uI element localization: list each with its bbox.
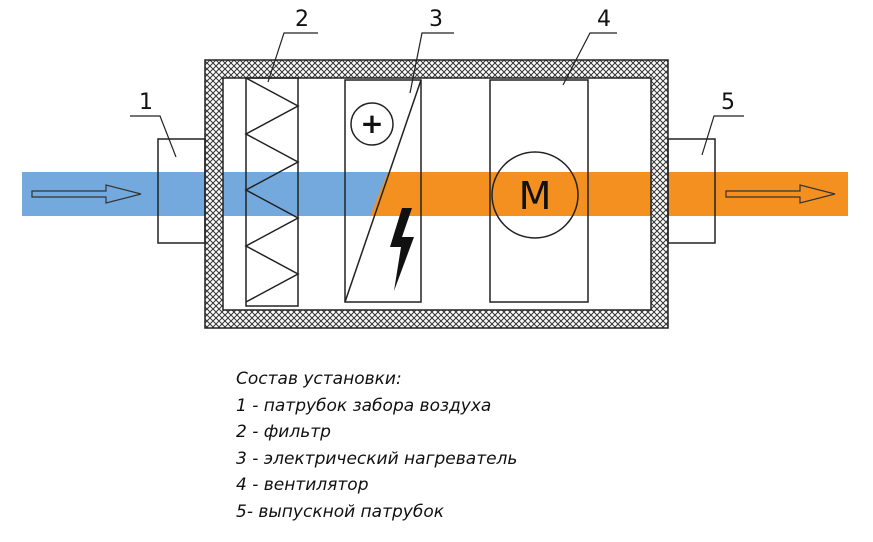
electric-heater: + [344, 79, 422, 303]
ventilation-unit-diagram: + M 1 2 3 4 5 [22, 7, 848, 329]
legend-item: 3 - электрический нагреватель [236, 448, 518, 469]
outlet-arrow-icon [725, 184, 836, 204]
callout-number-2: 2 [295, 7, 309, 32]
motor-circle [491, 151, 579, 239]
plus-icon [350, 102, 394, 146]
filter [244, 77, 300, 307]
outlet-nozzle [667, 138, 716, 244]
heated-air-flow [370, 172, 848, 216]
callout-number-5: 5 [721, 90, 735, 115]
legend-item: 4 - вентилятор [236, 475, 369, 495]
callout-number-3: 3 [429, 7, 443, 32]
fan: M [489, 79, 589, 303]
inlet-nozzle [157, 138, 206, 244]
motor-label: M [519, 174, 552, 218]
leader-lines [130, 32, 744, 158]
lightning-icon [390, 208, 414, 291]
plus-label: + [360, 107, 383, 140]
callout-number-4: 4 [597, 7, 611, 32]
legend-item: 2 - фильтр [236, 422, 331, 442]
legend-item: 5- выпускной патрубок [236, 501, 444, 522]
legend-item: 1 - патрубок забора воздуха [236, 395, 492, 416]
legend-title: Состав установки: [236, 369, 402, 389]
callout-number-1: 1 [139, 90, 153, 115]
filter-zigzag [244, 77, 300, 303]
legend: Состав установки: 1 - патрубок забора во… [236, 366, 517, 525]
inlet-arrow-icon [31, 184, 142, 204]
